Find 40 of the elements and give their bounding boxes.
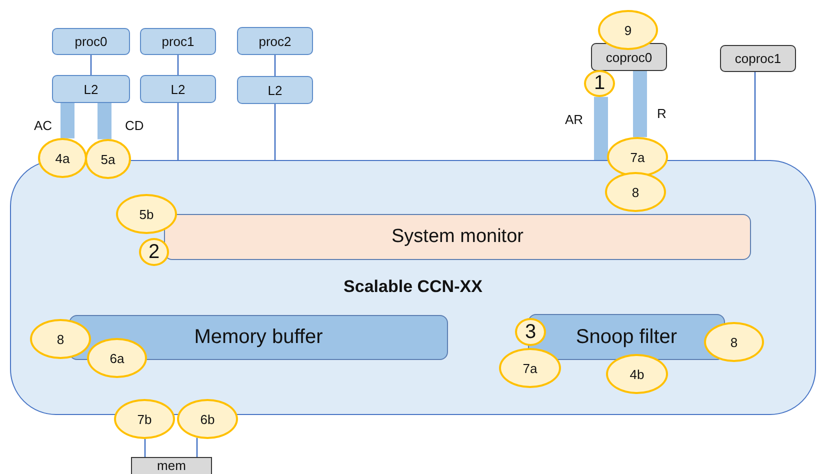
edge-label: AC <box>33 118 54 133</box>
block-box: proc2 <box>237 27 313 55</box>
connector-line <box>90 55 92 75</box>
block-box: coproc0 <box>591 43 667 71</box>
bus-bar <box>633 71 647 138</box>
bus-bar <box>60 103 74 138</box>
block-box: L2 <box>52 75 130 103</box>
callout-number: 7b <box>114 399 175 439</box>
callout-number: 9 <box>598 10 658 50</box>
block-box: mem <box>131 457 212 474</box>
callout-number: 8 <box>30 319 91 359</box>
block-bar: System monitor <box>164 214 751 260</box>
bus-bar <box>98 103 112 140</box>
callout-number: 4b <box>606 354 668 394</box>
callout-number: 3 <box>515 318 546 346</box>
callout-number: 6a <box>87 338 147 378</box>
block-box: proc0 <box>52 28 130 55</box>
callout-number: 7a <box>499 348 561 388</box>
block-box: L2 <box>140 75 216 103</box>
callout-number: 4a <box>38 138 87 178</box>
connector-line <box>196 438 198 457</box>
callout-number: 1 <box>584 70 615 97</box>
container-title: Scalable CCN-XX <box>342 277 484 297</box>
callout-number: 2 <box>139 238 169 266</box>
edge-label: CD <box>124 118 145 133</box>
callout-number: 5b <box>116 194 177 234</box>
block-box: coproc1 <box>720 45 796 72</box>
callout-number: 5a <box>85 139 131 179</box>
block-box: proc1 <box>140 28 216 55</box>
connector-line <box>274 55 276 76</box>
callout-number: 8 <box>704 322 764 362</box>
callout-number: 8 <box>605 172 666 212</box>
connector-line <box>274 104 276 160</box>
connector-line <box>177 103 179 160</box>
block-box: L2 <box>237 76 313 104</box>
edge-label: AR <box>564 112 584 127</box>
connector-line <box>177 55 179 75</box>
connector-line <box>144 439 146 457</box>
connector-line <box>754 72 756 160</box>
edge-label: R <box>656 106 668 121</box>
